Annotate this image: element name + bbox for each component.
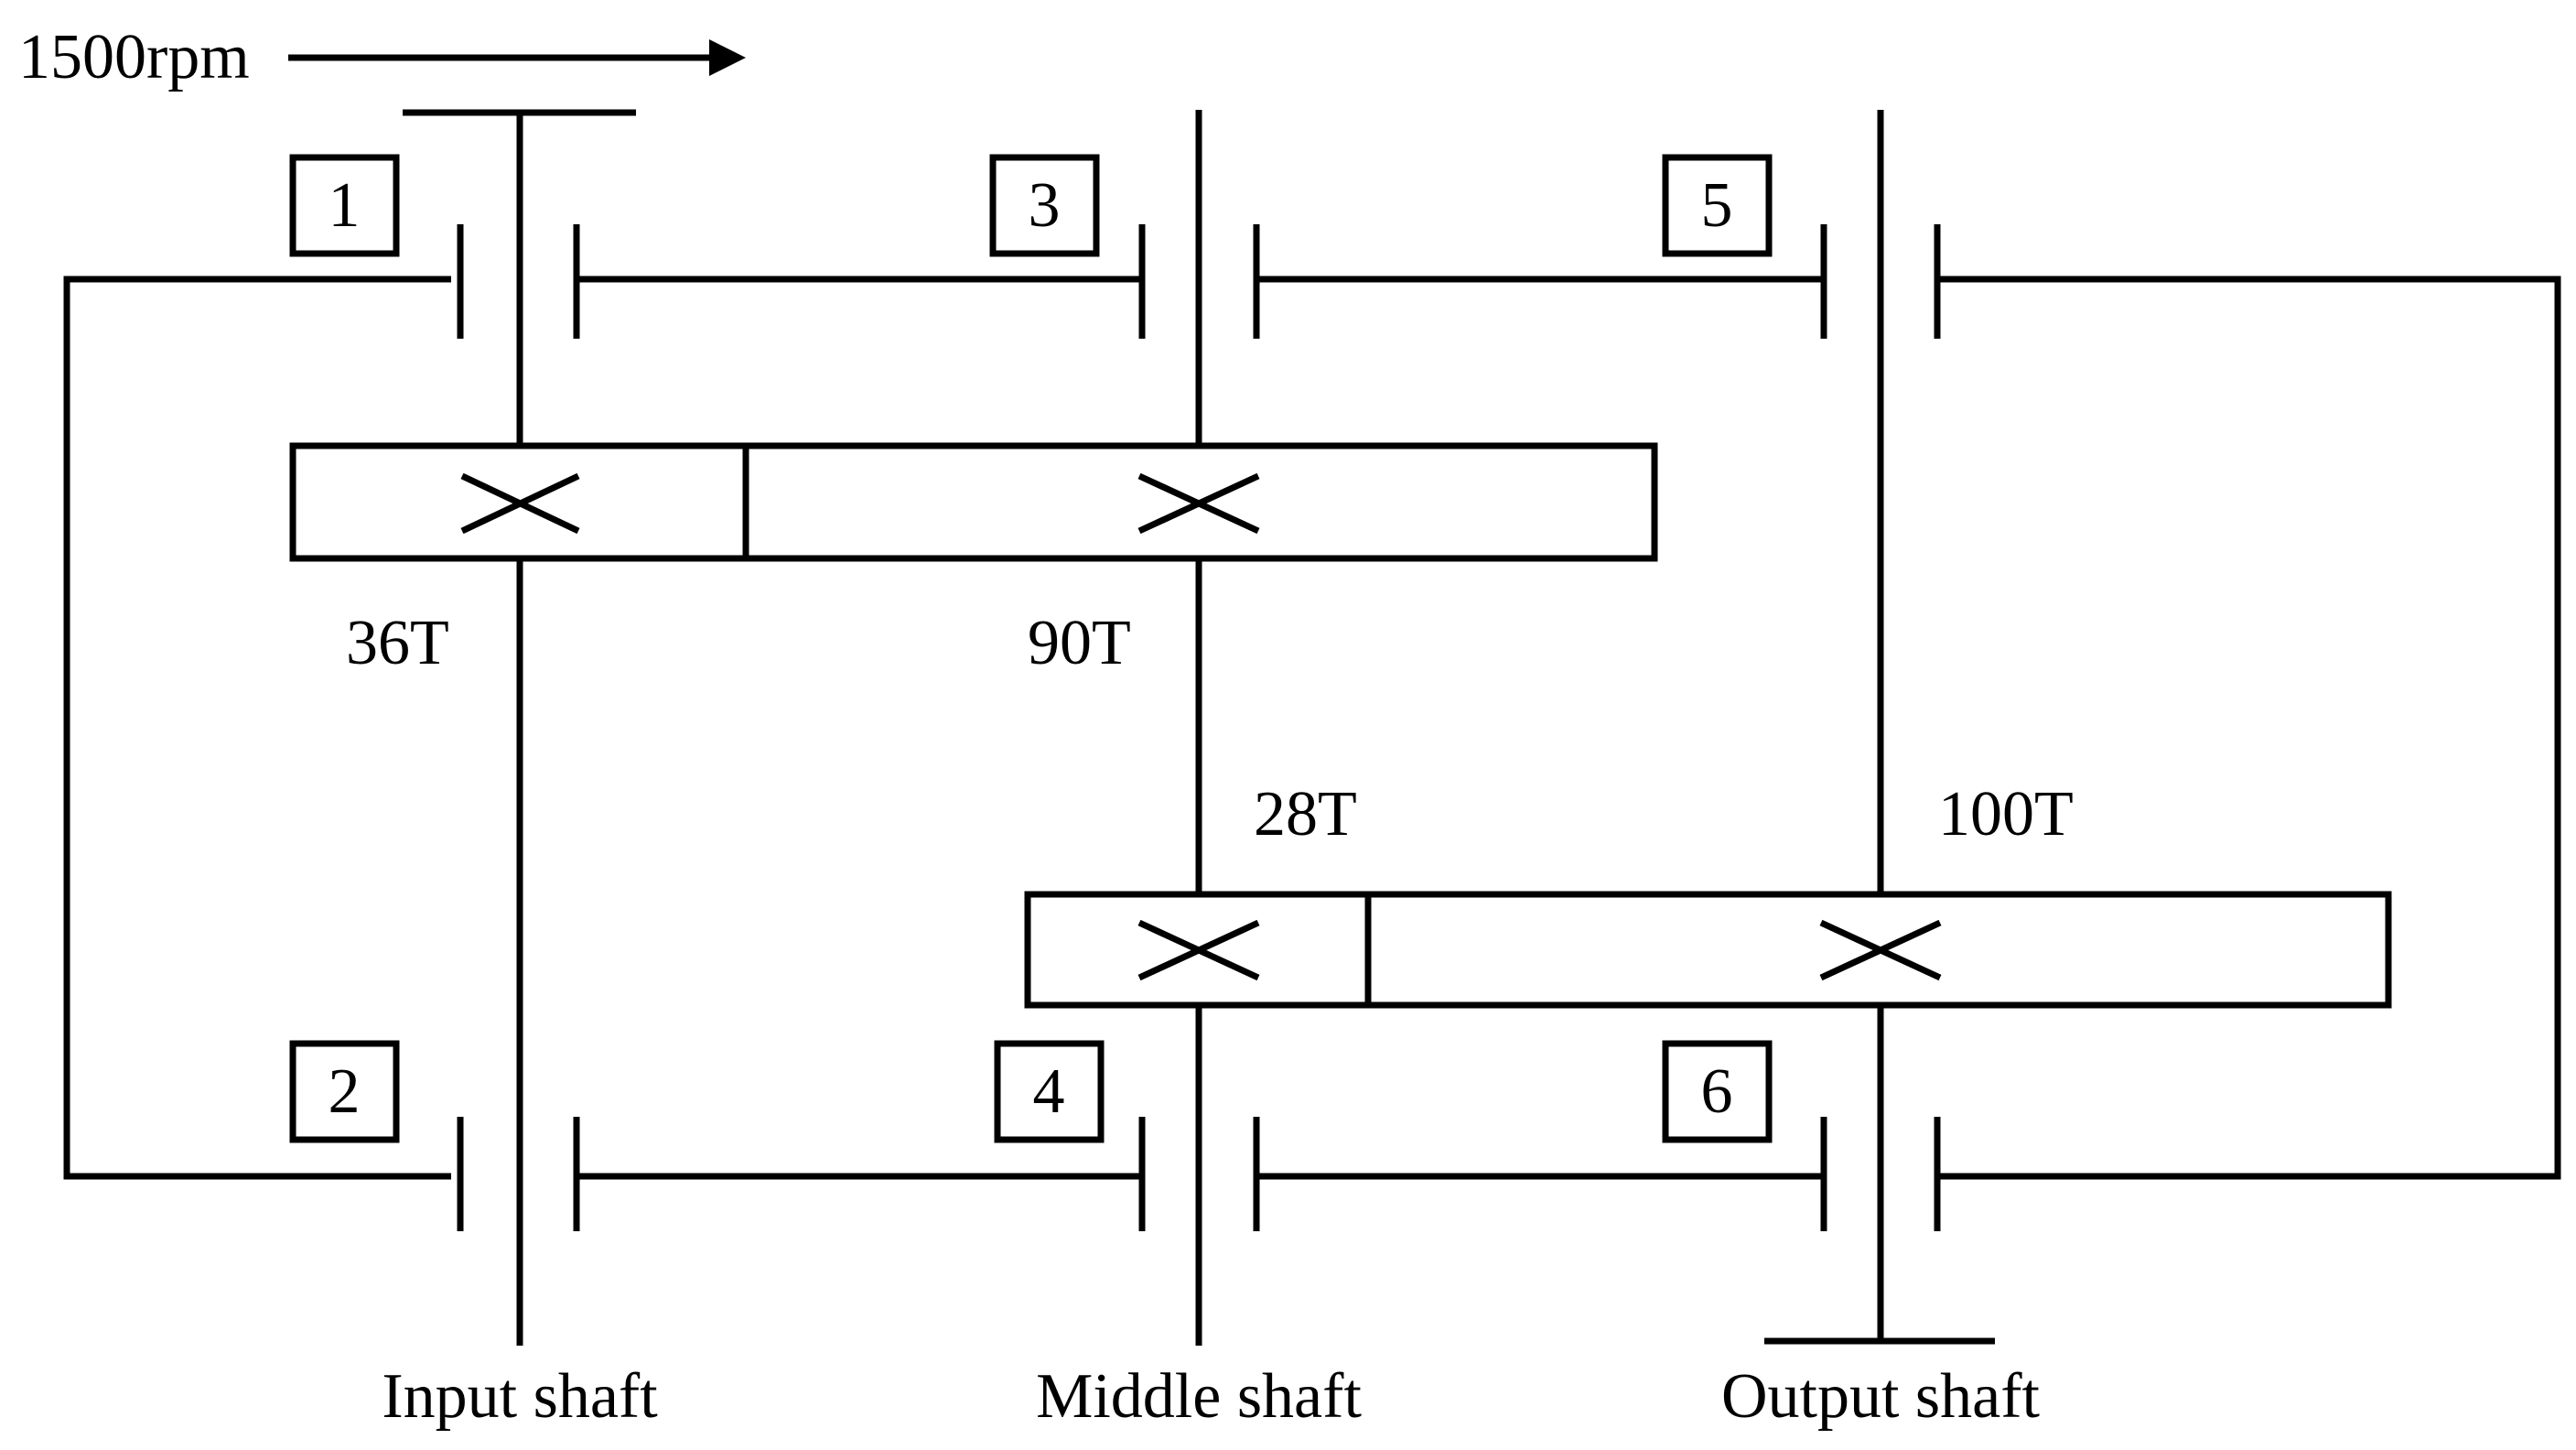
bearing-marks	[457, 224, 1941, 1231]
output-shaft-label: Output shaft	[1721, 1361, 2041, 1432]
input-shaft-label: Input shaft	[382, 1361, 658, 1432]
bearing-number: 4	[1033, 1056, 1065, 1127]
middle-shaft-label: Middle shaft	[1036, 1361, 1362, 1432]
gear-28t-mark-icon	[1137, 919, 1260, 981]
bearing-box-frame	[994, 1040, 1105, 1143]
bearing-box-6: 6	[1662, 1040, 1773, 1143]
bearing-box-2: 2	[289, 1040, 400, 1143]
bearing-box-frame	[289, 154, 400, 257]
bearing-box-frame	[1662, 1040, 1773, 1143]
gear-36t-label: 36T	[346, 608, 449, 678]
gear-36t-mark-icon	[460, 472, 580, 535]
arrow-head-icon	[709, 39, 746, 76]
bearing-box-frame	[289, 1040, 400, 1143]
input-speed-label: 1500rpm	[18, 22, 250, 92]
bearing-box-frame	[1662, 154, 1773, 257]
bearing-number: 3	[1029, 170, 1061, 241]
bearing-box-1: 1	[289, 154, 400, 257]
bearing-number: 5	[1701, 170, 1733, 241]
bearing-box-5: 5	[1662, 154, 1773, 257]
housing-right-wall	[1937, 276, 2561, 1180]
gear-100t-mark-icon	[1819, 919, 1942, 981]
bearing-box-4: 4	[994, 1040, 1105, 1143]
gear-90t-label: 90T	[1028, 608, 1131, 678]
bearing-box-frame	[989, 154, 1100, 257]
gear-90t-mark-icon	[1137, 472, 1260, 535]
bearing-number: 6	[1701, 1056, 1733, 1127]
bearing-number: 1	[329, 170, 361, 241]
housing-left-wall	[63, 276, 451, 1180]
bearing-number: 2	[329, 1056, 361, 1127]
gear-100t-label: 100T	[1938, 779, 2074, 849]
bearing-box-3: 3	[989, 154, 1100, 257]
gear-28t-label: 28T	[1254, 779, 1357, 849]
